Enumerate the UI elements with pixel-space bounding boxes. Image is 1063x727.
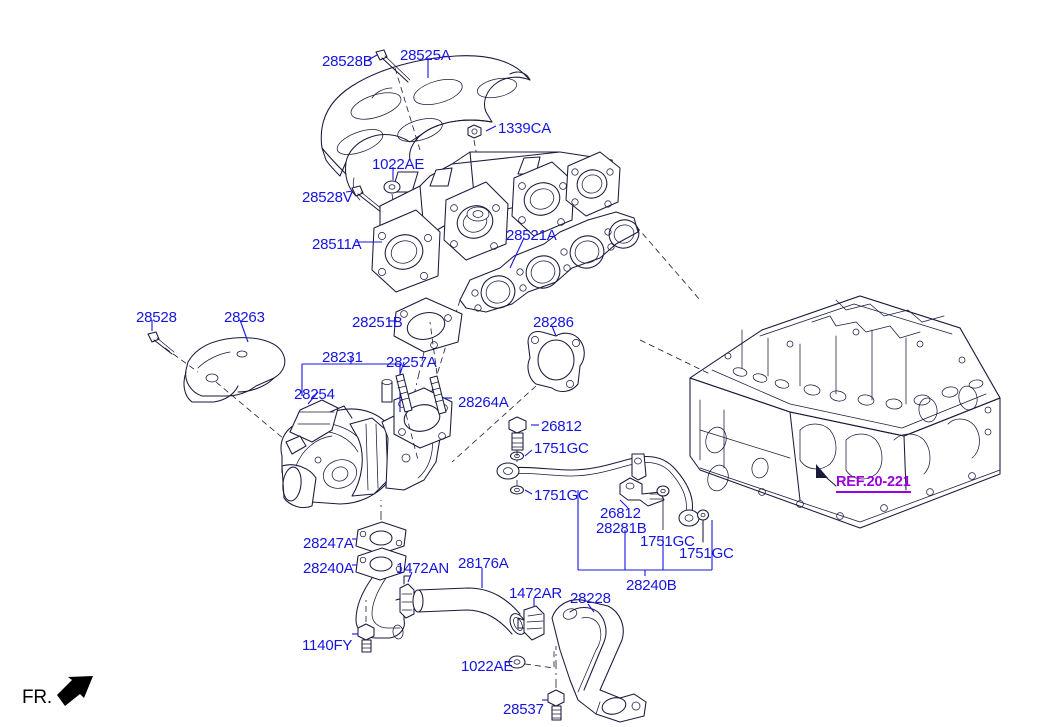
part-label-1472an[interactable]: 1472AN [396,560,450,577]
part-label-28247a[interactable]: 28247A [303,535,354,552]
part-label-1339ca[interactable]: 1339CA [498,120,552,137]
fr-direction-arrow [57,676,93,706]
part-28286-gasket [527,331,585,393]
part-label-1751gc[interactable]: 1751GC [534,440,589,457]
part-label-26812[interactable]: 26812 [600,505,641,522]
part-label-28176a[interactable]: 28176A [458,555,509,572]
leader-28257A [399,361,405,375]
leader-28263 [239,319,249,343]
part-1339CA-nut [467,124,482,139]
part-28537-bolt [547,689,565,721]
part-label-28264a[interactable]: 28264A [458,394,509,411]
part-label-26812[interactable]: 26812 [541,418,582,435]
group-bracket-28240B [577,490,713,576]
part-28528-bolt [147,331,175,355]
leader-28281B [619,499,629,509]
part-label-1751gc[interactable]: 1751GC [640,533,695,550]
part-1751GC-washer-b [509,485,525,495]
part-28254-actuator [285,399,353,455]
part-label-28240b[interactable]: 28240B [626,577,677,594]
leader-28286 [551,325,557,337]
assembly-line-28286 [451,385,537,463]
part-1751GC-washer-c [656,485,670,497]
leader-1751GC-a [524,449,533,457]
part-label-28286[interactable]: 28286 [533,314,574,331]
leader-28228 [587,603,595,613]
part-1472AN-hose-clamp [399,575,415,619]
assembly-line-head [639,339,711,375]
part-26812-eye-bolt-upper [508,416,527,451]
part-label-fr-[interactable]: FR. [22,687,53,708]
assembly-line-28528 [164,347,199,373]
part-28263-heat-protector [183,337,286,403]
part-1022AE-washer-upper [383,180,401,194]
assembly-line-28263 [215,381,291,445]
part-label-28528[interactable]: 28528 [136,309,177,326]
group-bracket-28231 [301,356,401,412]
part-label-28511a[interactable]: 28511A [312,236,362,253]
part-label-28528b[interactable]: 28528B [322,53,373,70]
part-label-28251b[interactable]: 28251B [352,314,403,331]
part-label-28254[interactable]: 28254 [294,386,335,403]
part-label-1022ae[interactable]: 1022AE [372,156,425,173]
part-label-28231[interactable]: 28231 [322,349,363,366]
engine-cylinder-head [689,295,1001,529]
part-label-1140fy[interactable]: 1140FY [302,637,353,654]
part-1751GC-washer-d [696,509,710,543]
part-28251B-turbo-gasket [393,297,463,353]
part-label-28281b[interactable]: 28281B [596,520,647,537]
part-28264A-stud [429,375,447,415]
part-label-1751gc[interactable]: 1751GC [679,545,734,562]
leader-28528V [345,190,354,193]
assembly-line-28528B [394,67,421,151]
part-label-1022ae[interactable]: 1022AE [461,658,514,675]
part-label-28537[interactable]: 28537 [503,701,544,718]
part-label-28257a[interactable]: 28257A [386,354,437,371]
leader-28528B [367,54,378,61]
part-label-28525a[interactable]: 28525A [400,47,451,64]
leader-28254 [307,391,319,405]
part-label-28240a[interactable]: 28240A [303,560,354,577]
part-1140FY-bolt [357,623,375,653]
part-label-28528v[interactable]: 28528V [302,189,353,206]
manifold-flange-4 [565,151,621,217]
assembly-line-1022AE-lower [524,648,555,669]
part-28247A-gasket [355,521,407,555]
part-label-ref-20-221[interactable]: REF.20-221 [836,475,911,493]
part-28528B-bolt [375,49,411,83]
leader-28521A [509,237,525,269]
part-28521A-manifold-gasket [459,211,640,313]
assembly-line-28257A [405,413,419,461]
leader-1472AN [407,571,413,583]
part-1472AR-hose-clamp [517,605,545,641]
part-28228-bracket [551,599,647,723]
manifold-flange-3 [511,161,575,237]
leader-1751GC-b [524,489,533,495]
part-label-1472ar[interactable]: 1472AR [509,585,563,602]
assembly-line-28264A [429,321,438,375]
ref-arrow-head [816,464,828,478]
part-label-28228[interactable]: 28228 [570,590,611,607]
assembly-line-28521A-right [635,225,701,301]
leader-1339CA [485,125,497,132]
part-28240B-oil-feed-pipe [496,453,700,527]
part-label-28263[interactable]: 28263 [224,309,265,326]
part-label-1751gc[interactable]: 1751GC [534,487,589,504]
part-label-28521a[interactable]: 28521A [506,227,557,244]
manifold-flange-1 [371,209,441,293]
part-28511A-exhaust-manifold [371,151,621,293]
part-28257A-stud [395,373,413,413]
